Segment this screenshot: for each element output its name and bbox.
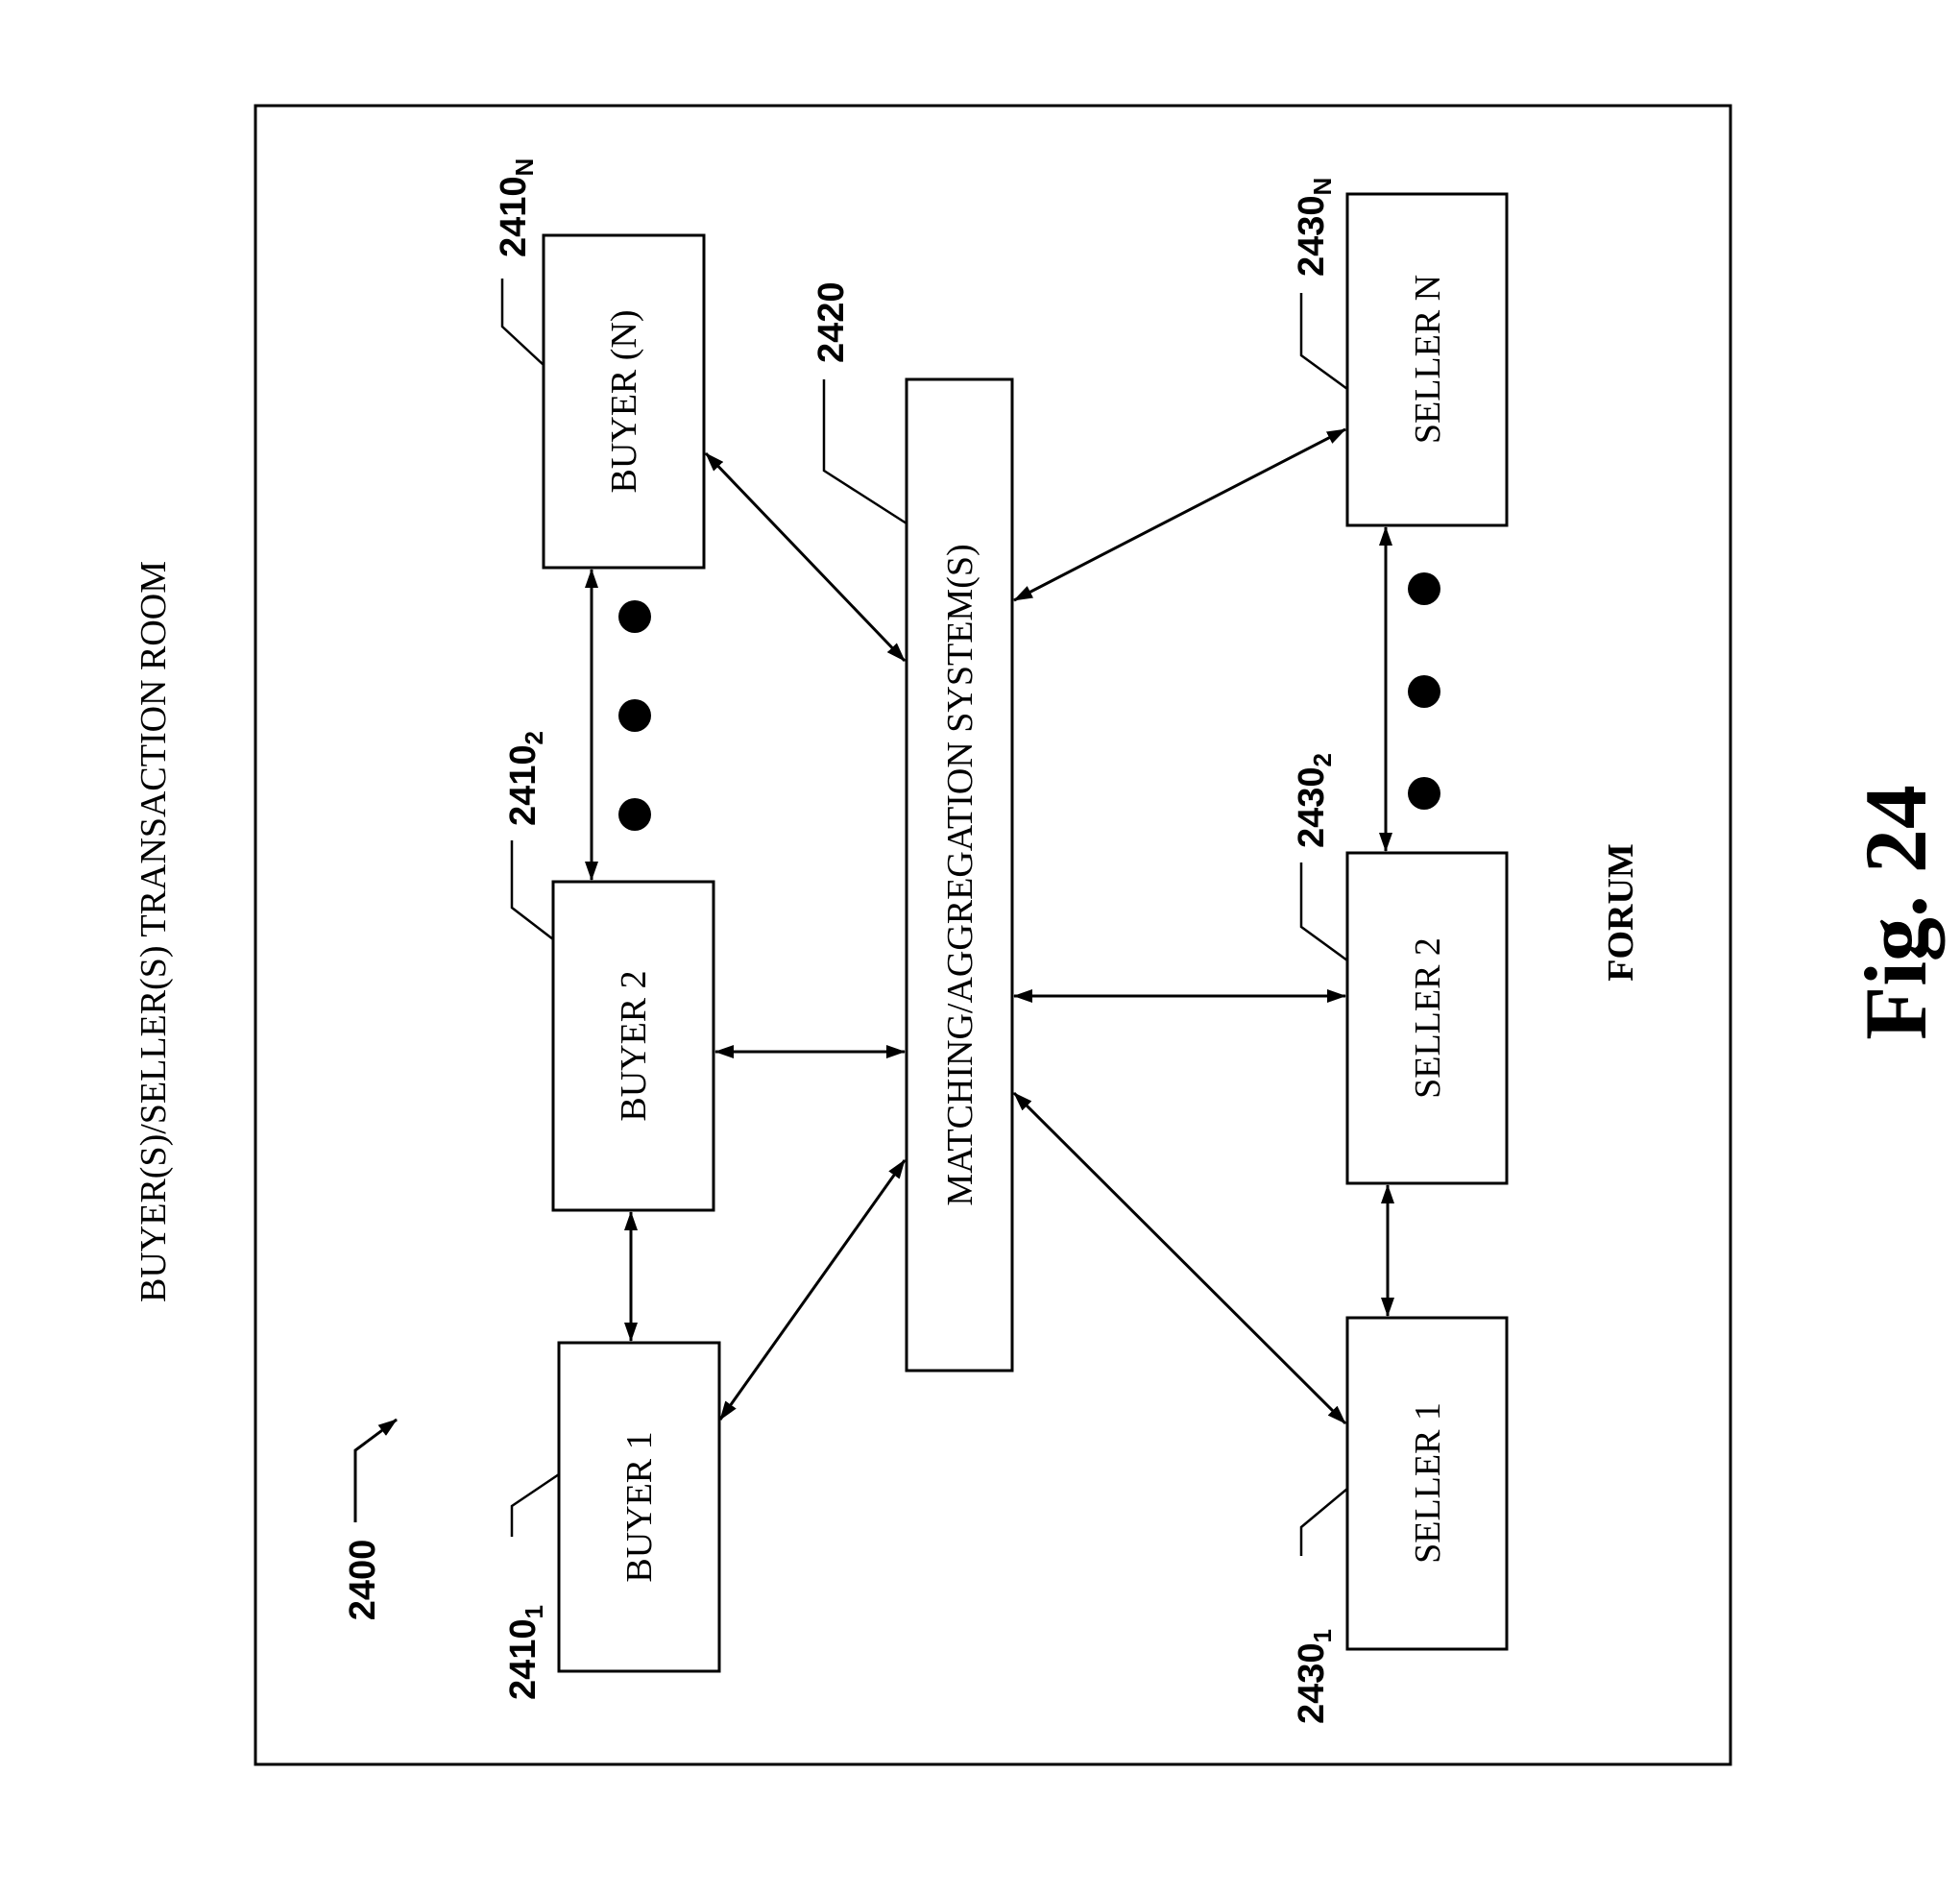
- ref-2410-n: 2410N: [494, 158, 544, 365]
- svg-text:24101: 24101: [503, 1605, 548, 1700]
- seller-n-label: SELLER N: [1408, 275, 1448, 444]
- buyer-n-label: BUYER (N): [604, 309, 644, 493]
- svg-text:24302: 24302: [1292, 753, 1337, 848]
- arrow-matching-seller1: [1014, 1093, 1345, 1423]
- figure-label: Fig. 24: [1847, 785, 1945, 1040]
- buyer-ellipsis-dot: [618, 600, 651, 633]
- svg-text:2420: 2420: [811, 281, 852, 363]
- ref-2430-1: 24301: [1292, 1489, 1347, 1724]
- system-ref-2400: 2400: [343, 1540, 383, 1621]
- seller-1-label: SELLER 1: [1408, 1402, 1448, 1564]
- diagram-title: BUYER(S)/SELLER(S) TRANSACTION ROOM: [133, 561, 174, 1302]
- matching-system-label: MATCHING/AGGREGATION SYSTEM(S): [940, 544, 980, 1205]
- seller-2-label: SELLER 2: [1408, 937, 1448, 1099]
- ref-2420: 2420: [811, 281, 907, 523]
- svg-text:2410N: 2410N: [494, 158, 539, 257]
- svg-text:24301: 24301: [1292, 1629, 1337, 1724]
- ref-2430-n: 2430N: [1292, 178, 1347, 389]
- seller-ellipsis-dot: [1408, 777, 1440, 810]
- arrow-matching-sellern: [1014, 429, 1345, 600]
- buyer-2-label: BUYER 2: [614, 970, 654, 1121]
- forum-label: FORUM: [1601, 843, 1641, 982]
- arrow-buyer1-matching: [720, 1160, 905, 1420]
- ref-2410-1: 24101: [503, 1474, 559, 1700]
- ref-2430-2: 24302: [1292, 753, 1347, 960]
- seller-ellipsis-dot: [1408, 675, 1440, 708]
- system-ref-arrow: [355, 1420, 397, 1522]
- seller-ellipsis-dot: [1408, 572, 1440, 605]
- buyer-1-label: BUYER 1: [619, 1431, 660, 1582]
- buyer-ellipsis-dot: [618, 798, 651, 831]
- ref-2410-2: 24102: [503, 731, 553, 939]
- svg-text:2430N: 2430N: [1292, 178, 1337, 277]
- svg-text:24102: 24102: [503, 731, 548, 826]
- buyer-ellipsis-dot: [618, 699, 651, 732]
- arrow-buyern-matching: [706, 453, 905, 661]
